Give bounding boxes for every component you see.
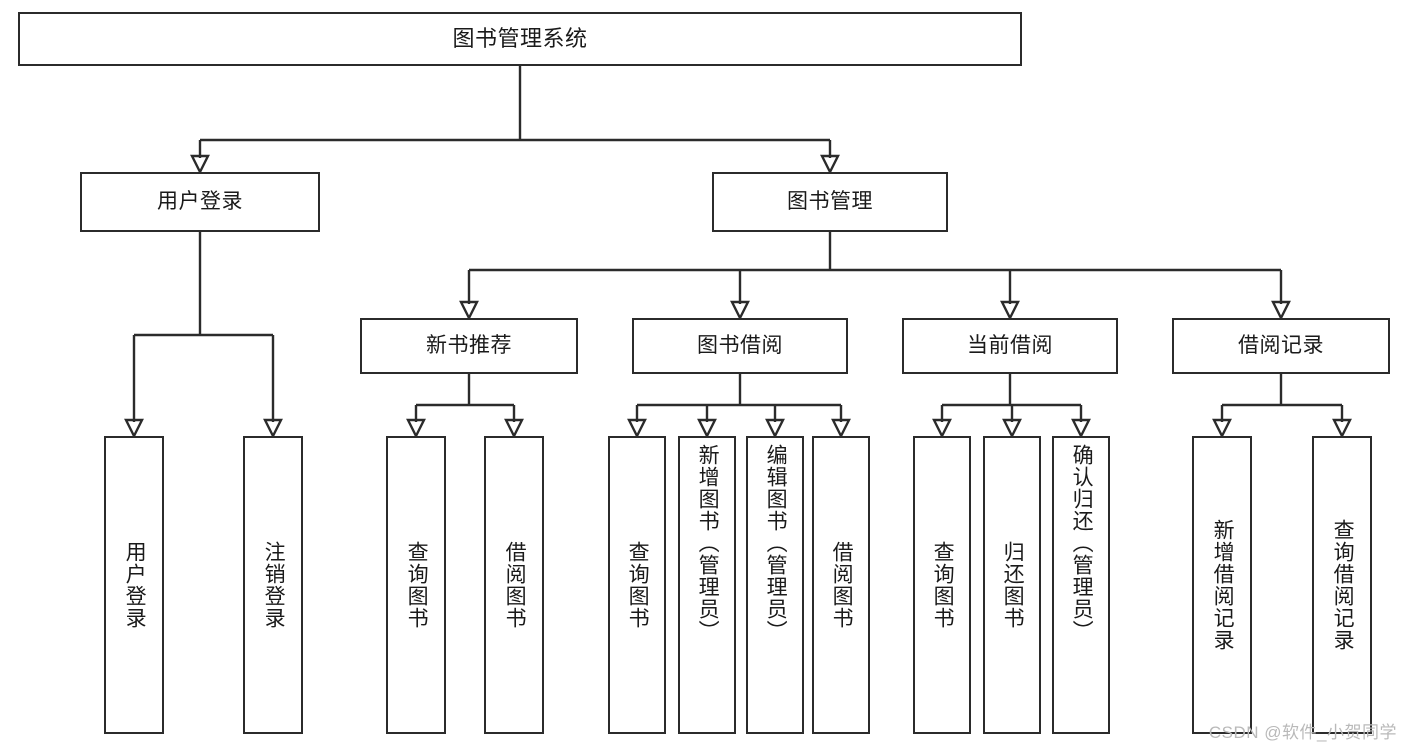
arrowhead-bookmgmt (820, 154, 840, 175)
arrowhead-leaf (697, 418, 717, 439)
node-borrow-record[interactable]: 借阅记录 (1172, 318, 1390, 374)
node-book-borrow-label: 图书借阅 (697, 333, 783, 357)
leaf-borrow-book-bw-label: 借阅图书 (830, 541, 854, 629)
arrowhead-leaf (1002, 418, 1022, 439)
leaf-confirm-return-admin-label: 确认归还（管理员） (1070, 444, 1094, 642)
node-new-book-recommend-label: 新书推荐 (426, 333, 512, 357)
arrowhead-leaf (1332, 418, 1352, 439)
node-current-borrow[interactable]: 当前借阅 (902, 318, 1118, 374)
leaf-add-borrow-record-label: 新增借阅记录 (1211, 519, 1235, 651)
arrowhead-leaf (504, 418, 524, 439)
leaf-query-book-nb[interactable]: 查询图书 (386, 436, 446, 734)
leaf-edit-book-admin-label: 编辑图书（管理员） (764, 444, 788, 642)
arrowhead-record (1271, 300, 1291, 321)
leaf-borrow-book-nb[interactable]: 借阅图书 (484, 436, 544, 734)
leaf-query-book-cb-label: 查询图书 (931, 541, 955, 629)
leaf-query-book-bw-label: 查询图书 (626, 541, 650, 629)
leaf-return-book-label: 归还图书 (1001, 541, 1025, 629)
leaf-return-book[interactable]: 归还图书 (983, 436, 1041, 734)
node-root[interactable]: 图书管理系统 (18, 12, 1022, 66)
leaf-user-login[interactable]: 用户登录 (104, 436, 164, 734)
leaf-query-book-nb-label: 查询图书 (405, 541, 429, 629)
leaf-logout-login-label: 注销登录 (262, 541, 286, 629)
node-user-login-label: 用户登录 (157, 189, 243, 213)
arrowhead-login (190, 154, 210, 175)
arrowhead-leaf (124, 418, 144, 439)
leaf-user-login-label: 用户登录 (123, 541, 147, 629)
leaf-add-book-admin-label: 新增图书（管理员） (696, 444, 720, 642)
arrowhead-leaf (406, 418, 426, 439)
leaf-query-book-bw[interactable]: 查询图书 (608, 436, 666, 734)
leaf-logout-login[interactable]: 注销登录 (243, 436, 303, 734)
arrowhead-leaf (627, 418, 647, 439)
arrowhead-current (1000, 300, 1020, 321)
leaf-borrow-book-bw[interactable]: 借阅图书 (812, 436, 870, 734)
leaf-query-borrow-record-label: 查询借阅记录 (1331, 519, 1355, 651)
arrowhead-leaf (831, 418, 851, 439)
leaf-confirm-return-admin[interactable]: 确认归还（管理员） (1052, 436, 1110, 734)
arrowhead-leaf (263, 418, 283, 439)
node-user-login[interactable]: 用户登录 (80, 172, 320, 232)
arrowhead-leaf (1071, 418, 1091, 439)
node-current-borrow-label: 当前借阅 (967, 333, 1053, 357)
node-book-management-label: 图书管理 (787, 189, 873, 213)
leaf-query-book-cb[interactable]: 查询图书 (913, 436, 971, 734)
leaf-borrow-book-nb-label: 借阅图书 (503, 541, 527, 629)
leaf-edit-book-admin[interactable]: 编辑图书（管理员） (746, 436, 804, 734)
leaf-query-borrow-record[interactable]: 查询借阅记录 (1312, 436, 1372, 734)
arrowhead-borrow (730, 300, 750, 321)
node-new-book-recommend[interactable]: 新书推荐 (360, 318, 578, 374)
node-book-management[interactable]: 图书管理 (712, 172, 948, 232)
arrowhead-leaf (932, 418, 952, 439)
leaf-add-borrow-record[interactable]: 新增借阅记录 (1192, 436, 1252, 734)
node-book-borrow[interactable]: 图书借阅 (632, 318, 848, 374)
node-borrow-record-label: 借阅记录 (1238, 333, 1324, 357)
arrowhead-leaf (765, 418, 785, 439)
csdn-watermark: CSDN @软件_小贺同学 (1208, 723, 1397, 742)
arrowhead-newbook (459, 300, 479, 321)
node-root-label: 图书管理系统 (452, 26, 588, 52)
arrowhead-leaf (1212, 418, 1232, 439)
leaf-add-book-admin[interactable]: 新增图书（管理员） (678, 436, 736, 734)
